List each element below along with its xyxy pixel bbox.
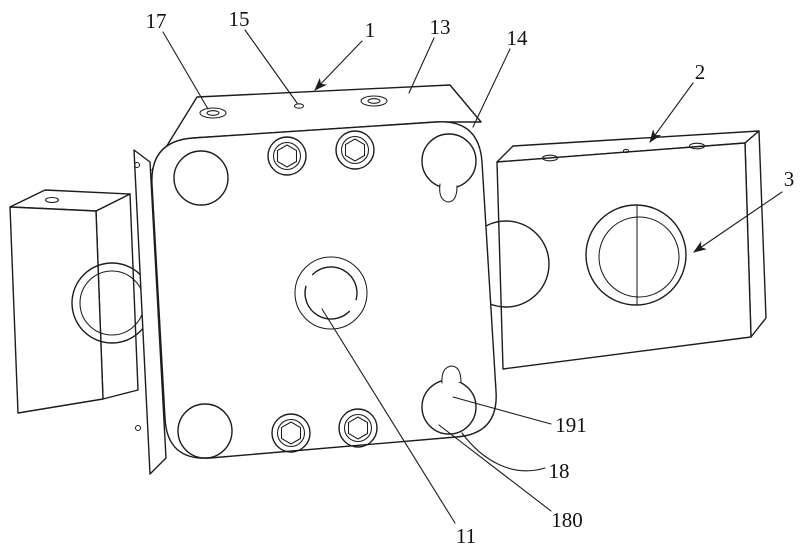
right-block-top-slot-left	[541, 154, 559, 162]
center-bore	[294, 256, 368, 330]
ref-label-3: 3	[784, 167, 795, 191]
screw-head-inner	[343, 413, 373, 443]
ref-label-13: 13	[430, 15, 451, 39]
top-center-hole	[293, 103, 305, 109]
hex-socket	[344, 138, 366, 162]
leader-14	[472, 48, 511, 128]
leader-lines	[162, 29, 783, 524]
screw-head-inner	[272, 141, 302, 171]
ref-label-2: 2	[695, 60, 706, 84]
socket-screw-top-right	[335, 130, 375, 170]
ref-label-17: 17	[146, 9, 167, 33]
leader-3	[693, 191, 783, 253]
main-plate	[133, 84, 497, 475]
top-slot-left-inner	[206, 110, 220, 116]
ref-label-191: 191	[555, 413, 587, 437]
corner-hole-bottom-left	[177, 403, 233, 459]
left-band-pin-top	[133, 161, 141, 169]
clamp-bore-inner	[598, 216, 680, 298]
left-block-front-face	[9, 206, 104, 414]
drawing-root	[9, 29, 783, 524]
top-slot-left-outer	[199, 107, 227, 119]
ref-labels: 17 15 1 13 14 2 3 191 18 180 11	[146, 7, 795, 548]
leader-13	[408, 37, 435, 94]
center-bore-outer	[294, 256, 368, 330]
top-slot-right-inner	[367, 98, 381, 104]
main-plate-front-face	[151, 121, 497, 459]
socket-screw-bottom-right	[338, 408, 378, 448]
ref-label-18: 18	[549, 459, 570, 483]
screw-head-outer	[271, 413, 311, 453]
ref-label-180: 180	[551, 508, 583, 532]
main-plate-left-band	[133, 149, 167, 475]
left-block-top-slot	[44, 196, 60, 204]
leader-15	[244, 29, 298, 104]
top-face-holes	[199, 95, 388, 119]
right-block	[462, 130, 767, 370]
corner-notch-bottom-right	[441, 365, 462, 384]
screw-head-outer	[267, 136, 307, 176]
center-split-ring-b	[311, 266, 358, 301]
leader-2	[649, 82, 694, 143]
leader-1	[314, 40, 363, 91]
top-slot-right-outer	[360, 95, 388, 107]
screw-head-outer	[335, 130, 375, 170]
leader-191	[452, 396, 552, 425]
leader-18	[461, 432, 546, 472]
right-block-top-hole	[622, 148, 630, 154]
hex-socket	[276, 144, 298, 168]
hex-socket	[347, 416, 369, 440]
ref-label-15: 15	[229, 7, 250, 31]
center-split-ring-a	[304, 285, 351, 320]
corner-hole-top-left	[173, 150, 229, 206]
ref-label-14: 14	[507, 26, 529, 50]
screw-head-inner	[276, 418, 306, 448]
hex-socket	[280, 421, 302, 445]
socket-screw-top-left	[267, 136, 307, 176]
left-band-pin-bottom	[134, 424, 142, 432]
ref-label-11: 11	[456, 524, 476, 548]
leader-180	[438, 424, 552, 512]
corner-notch-top-right	[439, 183, 458, 203]
socket-screw-bottom-left	[271, 413, 311, 453]
screw-head-outer	[338, 408, 378, 448]
screw-head-inner	[340, 135, 370, 165]
right-block-top-slot-right	[688, 142, 706, 150]
leader-11	[321, 308, 456, 524]
leader-17	[162, 31, 209, 110]
ref-label-1: 1	[365, 18, 376, 42]
left-block	[9, 189, 153, 414]
